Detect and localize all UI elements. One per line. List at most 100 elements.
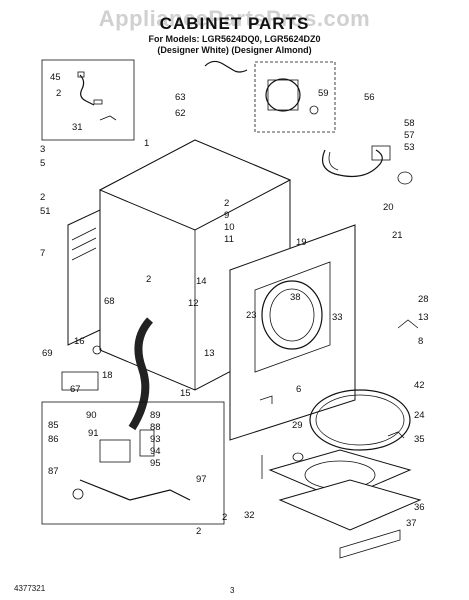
watermark: AppliancePartsPros.com [98,6,371,31]
callout: 89 [150,410,161,421]
burner-tube [79,479,191,501]
callout: 16 [74,336,85,347]
callout: 19 [296,237,307,248]
callout: 58 [404,118,415,129]
page-title: CABINET PARTS [159,14,310,33]
callout: 57 [404,130,415,141]
models-line: For Models: LGR5624DQ0, LGR5624DZ0 [148,34,321,44]
callout: 10 [224,222,235,233]
callout: 23 [246,310,257,321]
page-number: 3 [230,586,235,595]
callout: 37 [406,518,417,529]
callout: 51 [40,206,51,217]
callout: 12 [188,298,199,309]
door-catch [259,395,273,404]
callout: 2 [40,192,45,203]
callout: 11 [224,234,234,245]
callout: 2 [222,512,227,523]
access-plate [61,371,99,391]
callout: 33 [332,312,343,323]
callout: 2 [196,526,201,537]
callout: 5 [40,158,45,169]
harness-clip-2 [99,115,117,121]
side-panel [67,209,101,346]
motor-harness [204,60,248,73]
callout: 38 [290,292,301,303]
drive-belt-inner [328,151,339,171]
base-plate [278,479,422,531]
hinge-bracket [397,319,419,329]
burner-coil [139,429,155,457]
callout: 13 [418,312,429,323]
callout: 7 [40,248,45,259]
motor-dashed-box [254,61,336,133]
leveling-leg [92,345,102,355]
callout: 94 [150,446,161,457]
callout: 35 [414,434,425,445]
callout: 97 [196,474,207,485]
callout: 2 [146,274,151,285]
callout: 13 [204,348,215,359]
callout: 88 [150,422,161,433]
harness-wire [79,74,95,106]
idler-pulley [397,171,413,185]
exhaust-duct [128,317,154,431]
callout: 1 [144,138,149,149]
callout: 8 [418,336,423,347]
door-opening [254,261,331,373]
callout: 45 [50,72,61,83]
kick-strip [339,529,401,559]
callout: 18 [102,370,113,381]
callout: 69 [42,348,53,359]
callout: 36 [414,502,425,513]
door-ring [261,280,323,350]
drive-belt [322,149,383,177]
cabinet-top [98,139,292,231]
drum-clip [387,431,405,439]
callout: 2 [56,88,61,99]
callouts: 45 2 31 63 62 59 56 58 57 53 3 5 2 51 7 … [40,72,429,537]
foot [292,452,304,462]
callout: 6 [296,384,301,395]
callout: 31 [72,122,83,133]
callout: 2 [224,198,229,209]
callout: 62 [175,108,186,119]
callout: 87 [48,466,59,477]
callout: 20 [383,202,394,213]
callout: 42 [414,380,425,391]
door-ring-inner [269,288,315,342]
callout: 63 [175,92,186,103]
motor-housing [267,79,299,111]
harness-inset-box [41,59,135,141]
callout: 15 [180,388,191,399]
igniter [72,488,84,500]
callout: 53 [404,142,415,153]
gas-valve [99,439,131,463]
side-vent-3 [71,247,97,261]
motor-body [265,78,301,112]
callout: 28 [418,294,429,305]
front-panel [229,224,356,441]
seal-ring [309,389,411,451]
side-vent-2 [71,237,97,251]
callout: 59 [318,88,329,99]
callout: 86 [48,434,59,445]
callout: 91 [88,428,99,439]
variant-line: (Designer White) (Designer Almond) [157,45,312,55]
idler-bracket [371,145,391,161]
callout: 21 [392,230,403,241]
seal-ring-inner [315,394,405,446]
callout: 29 [292,420,303,431]
side-vent-1 [71,227,97,241]
harness-clip [93,99,103,105]
harness-connector [77,71,85,78]
callout: 56 [364,92,375,103]
callout: 93 [150,434,161,445]
callout: 90 [86,410,97,421]
document-number: 4377321 [14,584,46,593]
callout: 14 [196,276,207,287]
callout: 24 [414,410,425,421]
callout: 95 [150,458,161,469]
